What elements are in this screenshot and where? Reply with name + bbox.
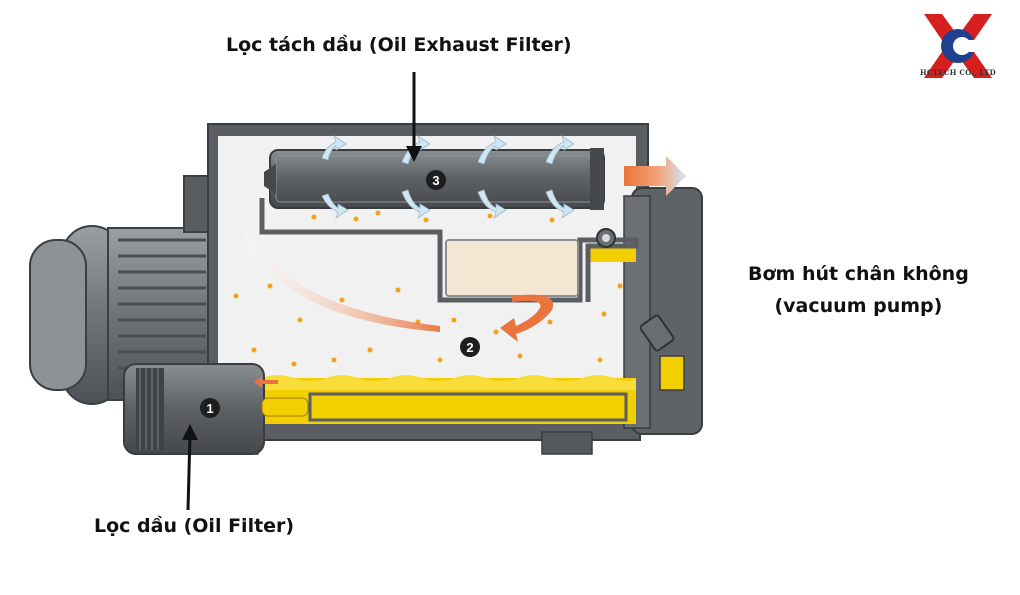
vacuum-pump-title-line2: (vacuum pump) — [774, 295, 943, 317]
marker-1: 1 — [200, 398, 220, 418]
filter-exhaust-arrows — [321, 135, 575, 219]
vacuum-pump-title-line1: Bơm hút chân không — [748, 263, 969, 285]
oil-droplets — [233, 210, 623, 367]
oil-filter-callout-arrow — [182, 424, 198, 511]
marker-3: 3 — [426, 170, 446, 190]
valve — [596, 228, 685, 391]
logo-company-name: HCTECH CO., LTD — [919, 68, 997, 77]
vacuum-pump-title: Bơm hút chân không (vacuum pump) — [748, 258, 969, 322]
oil-exhaust-filter-label: Lọc tách dầu (Oil Exhaust Filter) — [226, 34, 572, 56]
svg-text:2: 2 — [466, 340, 473, 355]
marker-2: 2 — [460, 337, 480, 357]
oil-reservoir — [262, 246, 636, 424]
oil-filter-label: Lọc dầu (Oil Filter) — [94, 515, 295, 537]
hctech-logo — [924, 14, 992, 78]
air-flow-arrows — [244, 232, 554, 342]
oil-filter — [123, 363, 309, 455]
oil-inlet-arrow — [254, 376, 278, 388]
outlet-exhaust-arrow — [624, 156, 686, 196]
svg-text:1: 1 — [206, 401, 213, 416]
svg-text:3: 3 — [432, 173, 439, 188]
exhaust-filter-callout-arrow — [406, 72, 422, 162]
